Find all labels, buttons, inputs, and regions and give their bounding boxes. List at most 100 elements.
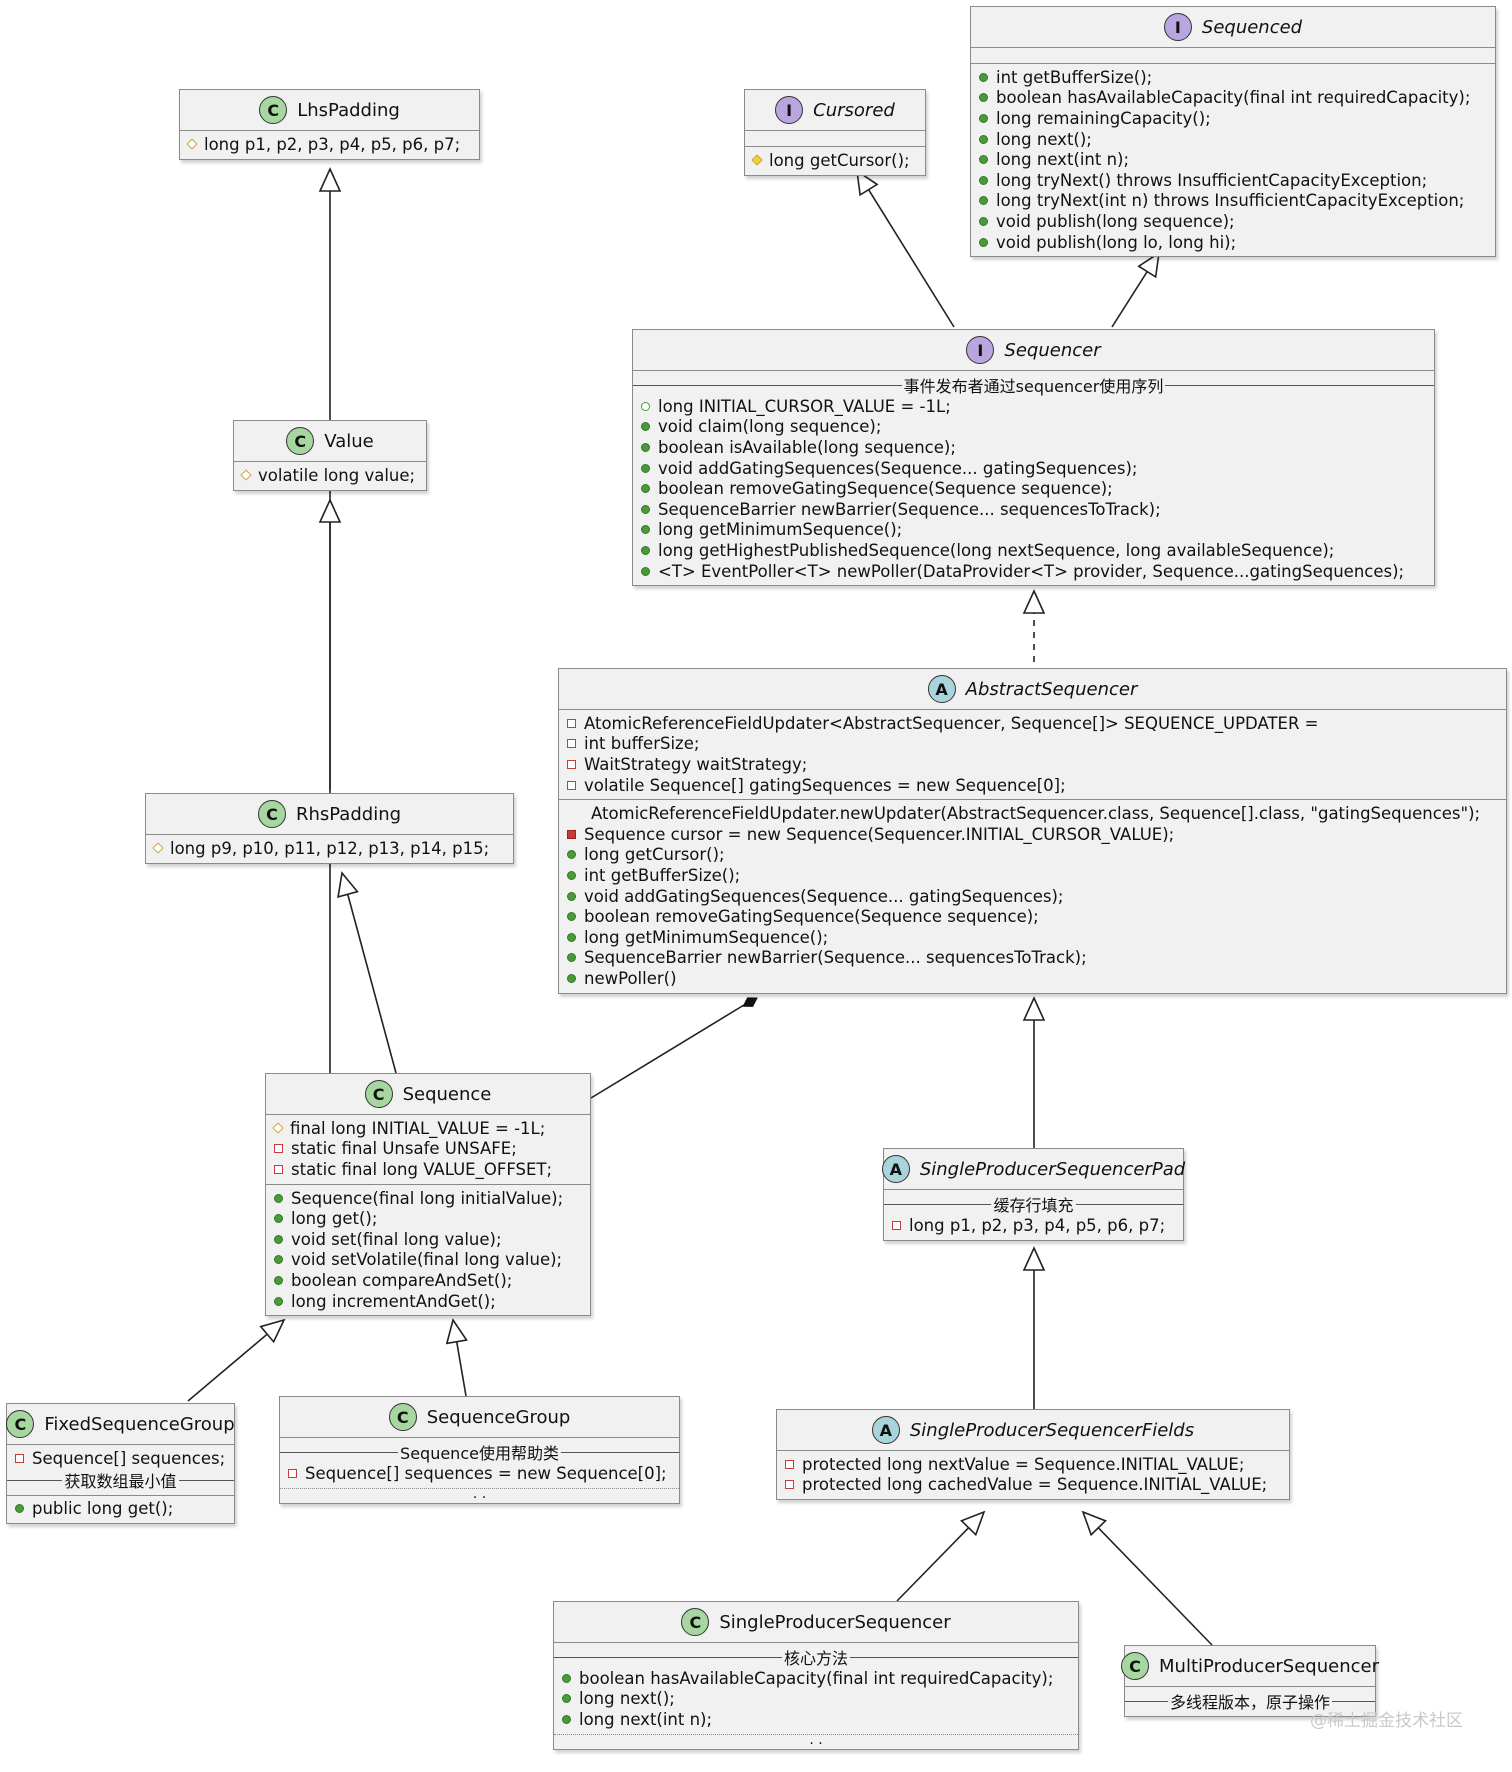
empty-compartment: [971, 51, 1495, 59]
visibility-pub-icon: [641, 525, 650, 535]
stereotype-c-icon: C: [681, 1608, 710, 1636]
member-text: SequenceBarrier newBarrier(Sequence... s…: [584, 948, 1087, 968]
member-row: long p9, p10, p11, p12, p13, p14, p15;: [146, 838, 513, 859]
member-row: long incrementAndGet();: [266, 1291, 590, 1312]
class-name: SequenceGroup: [426, 1406, 571, 1428]
member-section: [745, 131, 925, 147]
edge-abstractsequencer-sequencer-arrowhead: [1022, 589, 1046, 614]
member-text: volatile Sequence[] gatingSequences = ne…: [584, 775, 1066, 795]
member-row: protected long nextValue = Sequence.INIT…: [777, 1454, 1289, 1475]
stereotype-c-icon: C: [6, 1410, 35, 1438]
edge-multiproducersequencer-spsfields: [1097, 1527, 1213, 1646]
visibility-protf-icon: [751, 154, 763, 166]
visibility-pub-icon: [979, 216, 988, 226]
visibility-priv-icon: [567, 718, 576, 728]
member-section: 多线程版本，原子操作: [1125, 1687, 1375, 1716]
member-text: protected long nextValue = Sequence.INIT…: [802, 1454, 1245, 1474]
section-separator: 缓存行填充: [884, 1192, 1183, 1216]
member-text: boolean removeGatingSequence(Sequence se…: [658, 479, 1113, 499]
member-text: long INITIAL_CURSOR_VALUE = -1L;: [658, 396, 951, 416]
stereotype-i-icon: I: [966, 336, 995, 364]
separator-label: 缓存行填充: [991, 1192, 1076, 1216]
member-text: boolean compareAndSet();: [291, 1270, 513, 1290]
stereotype-c-icon: C: [1121, 1652, 1150, 1680]
member-row: long INITIAL_CURSOR_VALUE = -1L;: [633, 396, 1434, 417]
stereotype-c-icon: C: [259, 96, 288, 124]
visibility-pub-icon: [979, 113, 988, 123]
member-row: Sequence[] sequences = new Sequence[0];: [280, 1463, 679, 1484]
member-row: int getBufferSize();: [971, 67, 1495, 88]
visibility-prot-icon: [186, 138, 198, 150]
member-row: long next();: [554, 1689, 1078, 1710]
member-text: long tryNext(int n) throws InsufficientC…: [996, 191, 1465, 211]
member-text: long get();: [291, 1209, 378, 1229]
visibility-priv-icon: [274, 1144, 283, 1154]
member-row: int getBufferSize();: [559, 865, 1506, 886]
edge-rhspadding-value-arrowhead: [318, 498, 342, 523]
visibility-pub-icon: [274, 1193, 283, 1203]
visibility-pub-icon: [979, 196, 988, 206]
edge-value-lhspadding-arrowhead: [318, 167, 342, 192]
ellipsis-marker: . .: [809, 1731, 823, 1748]
member-row: static final long VALUE_OFFSET;: [266, 1159, 590, 1180]
empty-compartment: [745, 134, 925, 142]
stereotype-a-icon: A: [881, 1155, 910, 1183]
member-section: long p1, p2, p3, p4, p5, p6, p7;: [180, 131, 479, 159]
class-name: Cursored: [813, 99, 895, 121]
edge-fixedsequencegroup-sequence: [187, 1333, 268, 1402]
member-text: long getMinimumSequence();: [658, 520, 903, 540]
member-text: long tryNext() throws InsufficientCapaci…: [996, 170, 1428, 190]
visibility-pub-icon: [979, 134, 988, 144]
edge-sequence-rhspadding-arrowhead: [337, 871, 359, 898]
member-text: Sequence[] sequences = new Sequence[0];: [305, 1463, 667, 1483]
visibility-prot-icon: [272, 1122, 284, 1134]
member-text: long p1, p2, p3, p4, p5, p6, p7;: [204, 134, 461, 154]
member-text: long next(int n);: [579, 1709, 713, 1729]
member-section: int getBufferSize();boolean hasAvailable…: [971, 64, 1495, 256]
visibility-pub-icon: [274, 1214, 283, 1224]
member-text: Sequence cursor = new Sequence(Sequencer…: [584, 824, 1175, 844]
member-text: Sequence[] sequences;: [32, 1448, 226, 1468]
member-row: boolean removeGatingSequence(Sequence se…: [559, 906, 1506, 927]
member-text: static final Unsafe UNSAFE;: [291, 1139, 517, 1159]
member-row: Sequence(final long initialValue);: [266, 1188, 590, 1209]
member-text: newPoller(): [584, 968, 677, 988]
member-row: WaitStrategy waitStrategy;: [559, 754, 1506, 775]
member-section: AtomicReferenceFieldUpdater.newUpdater(A…: [559, 800, 1506, 992]
visibility-pub-icon: [274, 1255, 283, 1265]
member-section: Sequence(final long initialValue);long g…: [266, 1185, 590, 1316]
section-separator: 多线程版本，原子操作: [1125, 1689, 1375, 1713]
visibility-pub-icon: [979, 175, 988, 185]
member-text: void set(final long value);: [291, 1229, 502, 1249]
class-name: Value: [324, 430, 374, 452]
visibility-prot-icon: [240, 469, 252, 481]
member-text: int getBufferSize();: [584, 865, 741, 885]
member-section: long getCursor();: [745, 147, 925, 175]
member-section: long p9, p10, p11, p12, p13, p14, p15;: [146, 835, 513, 863]
separator-label: 核心方法: [781, 1645, 850, 1669]
visibility-priv-icon: [15, 1453, 24, 1463]
visibility-pub-icon: [641, 422, 650, 432]
member-row: SequenceBarrier newBarrier(Sequence... s…: [633, 499, 1434, 520]
visibility-priv-icon: [785, 1459, 794, 1469]
separator-label: 获取数组最小值: [62, 1467, 179, 1492]
